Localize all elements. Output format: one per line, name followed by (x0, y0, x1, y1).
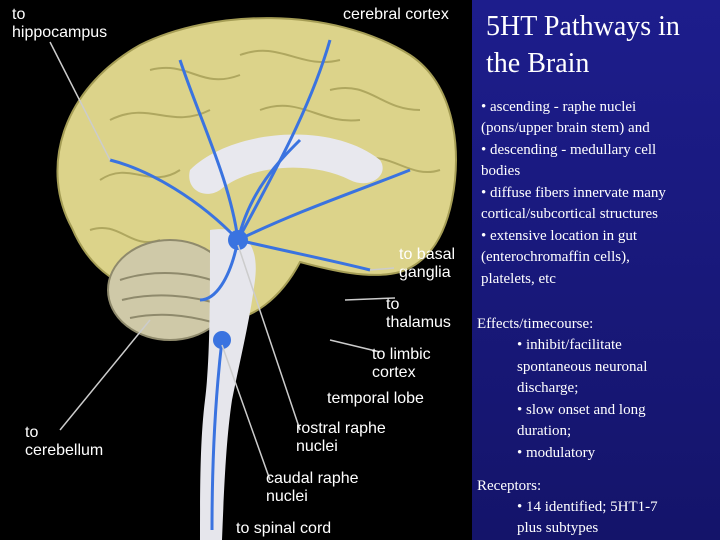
label-cerebral-cortex: cerebral cortex (343, 6, 449, 23)
pathways (109, 39, 411, 531)
brain-illustration: to hippocampus cerebral cortex to basal … (0, 0, 472, 540)
bullet-line: (pons/upper brain stem) and (481, 120, 650, 136)
bullet-line: • ascending - raphe nuclei (481, 99, 637, 115)
brain-diagram (49, 17, 457, 540)
effects-line: • inhibit/facilitate (517, 337, 622, 353)
label-to-cerebellum: to cerebellum (25, 424, 104, 459)
bullet-line: bodies (481, 163, 521, 179)
receptors-line: plus subtypes (517, 520, 599, 536)
label-temporal-lobe: temporal lobe (327, 390, 424, 407)
caudal-raphe-nucleus (213, 331, 231, 349)
corpus-callosum (189, 134, 383, 194)
rostral-raphe-nucleus (228, 230, 248, 250)
effects-line: duration; (517, 423, 572, 439)
label-caudal-raphe-nuclei: caudal raphe nuclei (266, 470, 359, 505)
receptors-line: • 14 identified; 5HT1-7 (517, 499, 658, 515)
effects-line: • modulatory (517, 445, 596, 461)
bullet-line: cortical/subcortical structures (481, 206, 659, 222)
label-to-limbic-cortex: to limbic cortex (372, 346, 431, 381)
receptors-heading: Receptors: (477, 478, 542, 494)
effects-line: discharge; (517, 380, 579, 396)
label-rostral-raphe-nuclei: rostral raphe nuclei (296, 420, 386, 455)
label-to-spinal-cord: to spinal cord (236, 520, 332, 537)
effects-line: spontaneous neuronal (517, 359, 648, 375)
effects-line: • slow onset and long (517, 402, 646, 418)
label-to-thalamus: to thalamus (386, 296, 451, 331)
bullet-line: • diffuse fibers innervate many (481, 185, 666, 201)
gyri (89, 49, 441, 243)
slide-title: 5HT Pathways in the Brain (486, 11, 680, 79)
bullet-line: • extensive location in gut (481, 228, 638, 244)
label-to-basal-ganglia: to basal ganglia (399, 246, 456, 281)
label-to-hippocampus: to hippocampus (12, 6, 108, 41)
bullet-line: platelets, etc (481, 271, 556, 287)
bullet-line: • descending - medullary cell (481, 142, 657, 158)
bullet-line: (enterochromaffin cells), (481, 249, 630, 265)
effects-heading: Effects/timecourse: (477, 316, 594, 332)
